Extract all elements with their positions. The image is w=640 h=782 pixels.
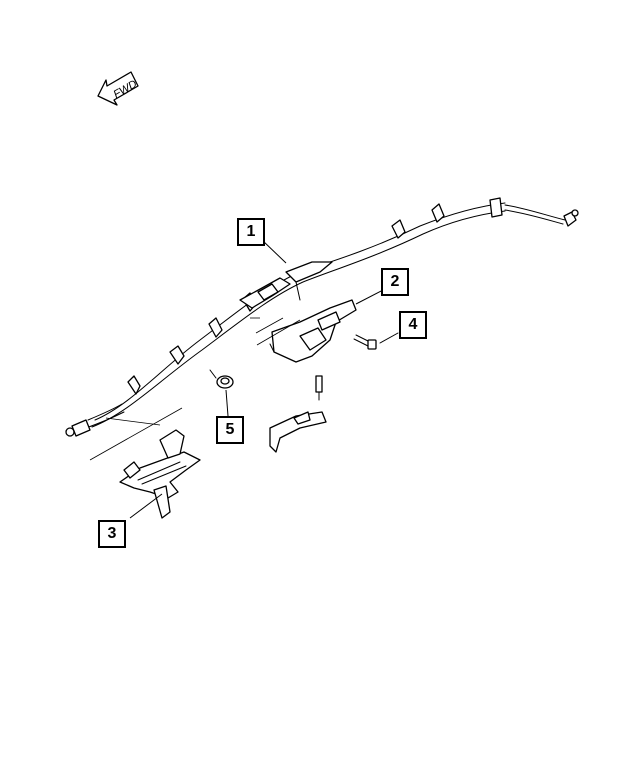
forward-arrow-icon: FWD	[97, 71, 139, 106]
context-lines	[89, 317, 260, 461]
deflector-bracket-part	[119, 429, 201, 519]
callout-4[interactable]: 4	[399, 311, 427, 339]
callout-5[interactable]: 5	[216, 416, 244, 444]
callout-2[interactable]: 2	[381, 268, 409, 296]
bracket-part	[255, 299, 357, 363]
clip-fastener-part	[209, 369, 234, 417]
callout-1[interactable]: 1	[237, 218, 265, 246]
curtain-airbag-part	[65, 197, 579, 437]
retainer-clip-part	[269, 375, 327, 453]
screw-part	[353, 332, 399, 350]
callout-3[interactable]: 3	[98, 520, 126, 548]
